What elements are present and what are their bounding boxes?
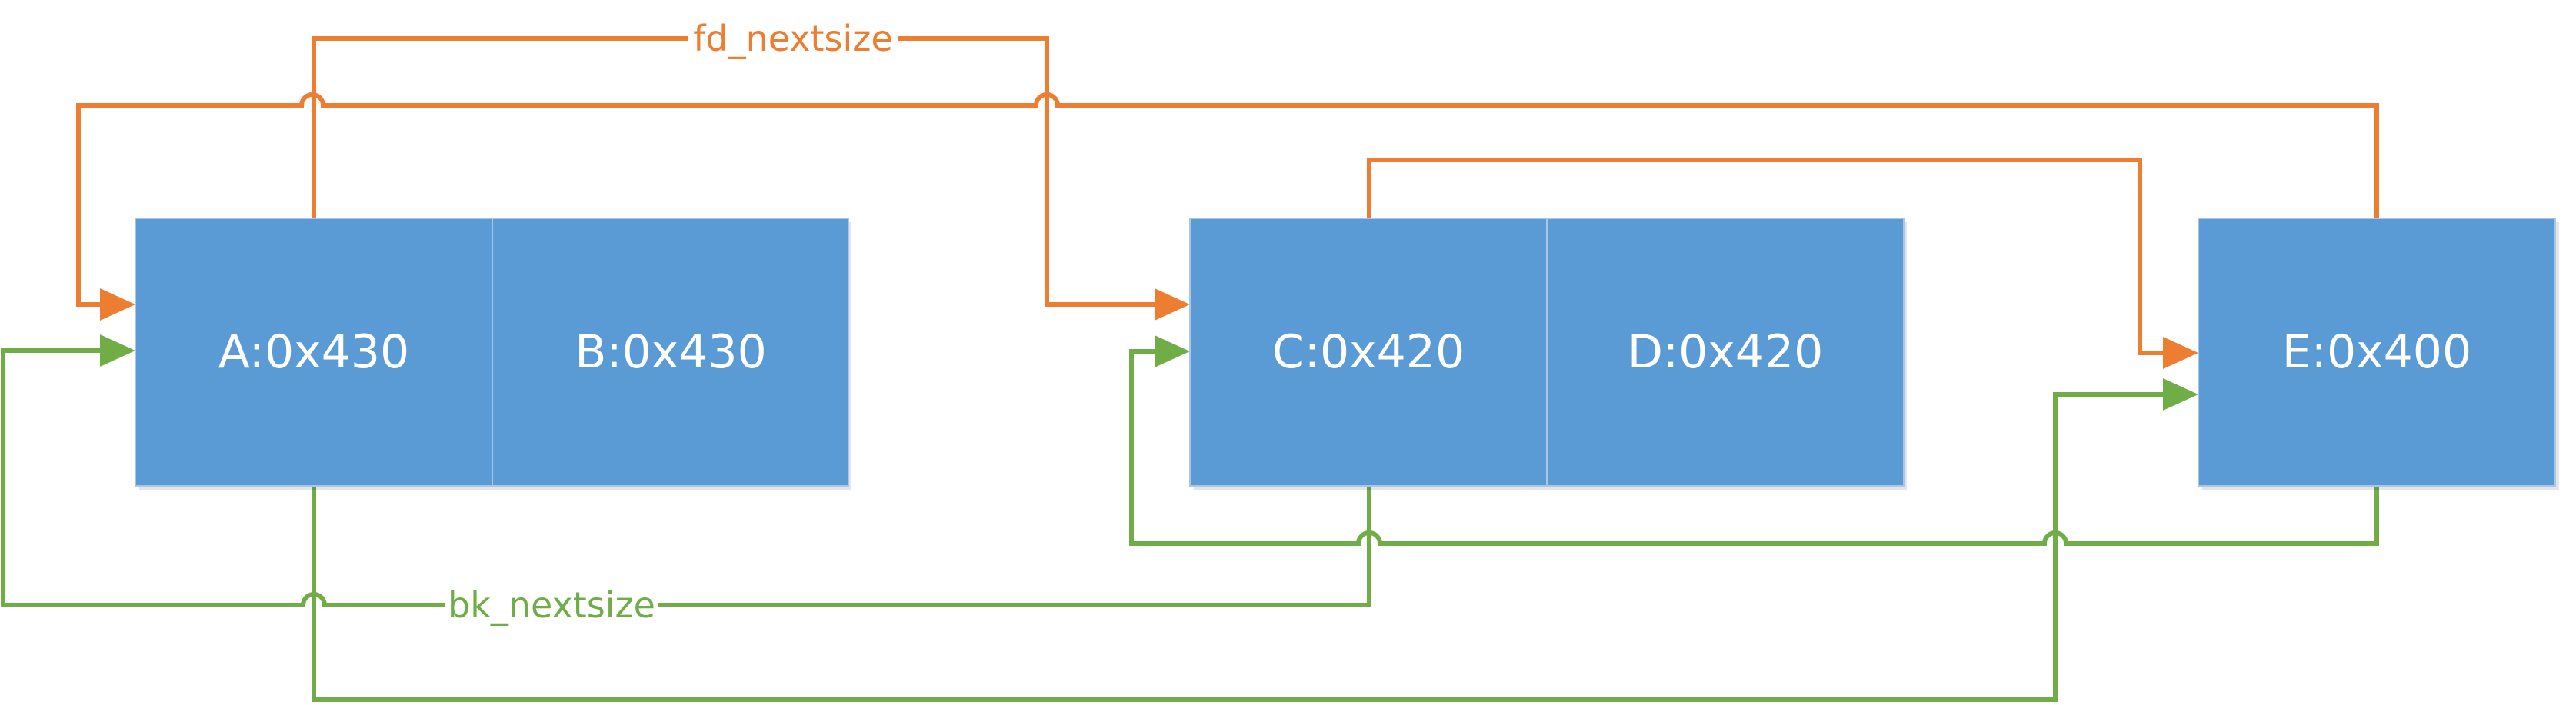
fd-link-a-to-c — [312, 36, 1161, 307]
chunk-group-cd: C:0x420 D:0x420 — [1189, 218, 1907, 490]
fd-nextsize-label: fd_nextsize — [693, 18, 893, 59]
bk-nextsize-label: bk_nextsize — [448, 584, 655, 626]
fd-link-c-to-e — [1367, 158, 2171, 355]
fd-nextsize-label-group: fd_nextsize — [688, 18, 898, 59]
bk-arrowhead-into-a — [100, 334, 135, 367]
bk-arrowhead-into-e — [2163, 378, 2198, 411]
chunk-a-label: A:0x430 — [218, 325, 409, 379]
chunk-c-label: C:0x420 — [1272, 325, 1465, 379]
bk-nextsize-links — [1, 334, 2379, 702]
bk-arrowhead-into-c — [1155, 335, 1190, 367]
chunk-a: A:0x430 — [135, 218, 493, 487]
chunk-b-label: B:0x430 — [575, 325, 767, 379]
chunk-d: D:0x420 — [1546, 218, 1905, 487]
fd-arrowhead-into-a — [100, 288, 135, 321]
fd-arrowhead-into-c — [1155, 288, 1190, 321]
chunk-e: E:0x400 — [2198, 218, 2556, 487]
bk-link-e-to-c — [1129, 349, 2379, 546]
chunk-c: C:0x420 — [1189, 218, 1548, 487]
bk-link-a-to-e — [312, 392, 2171, 702]
fd-nextsize-links — [76, 36, 2379, 369]
fd-arrowhead-into-e — [2163, 337, 2198, 369]
bk-nextsize-label-group: bk_nextsize — [445, 584, 658, 626]
fd-link-e-to-a — [76, 92, 2379, 307]
chunk-b: B:0x430 — [492, 218, 849, 487]
chunk-group-ab: A:0x430 B:0x430 — [135, 218, 851, 490]
chunk-d-label: D:0x420 — [1628, 325, 1824, 379]
chunk-e-label: E:0x400 — [2282, 325, 2471, 379]
chunk-group-e: E:0x400 — [2198, 218, 2559, 490]
